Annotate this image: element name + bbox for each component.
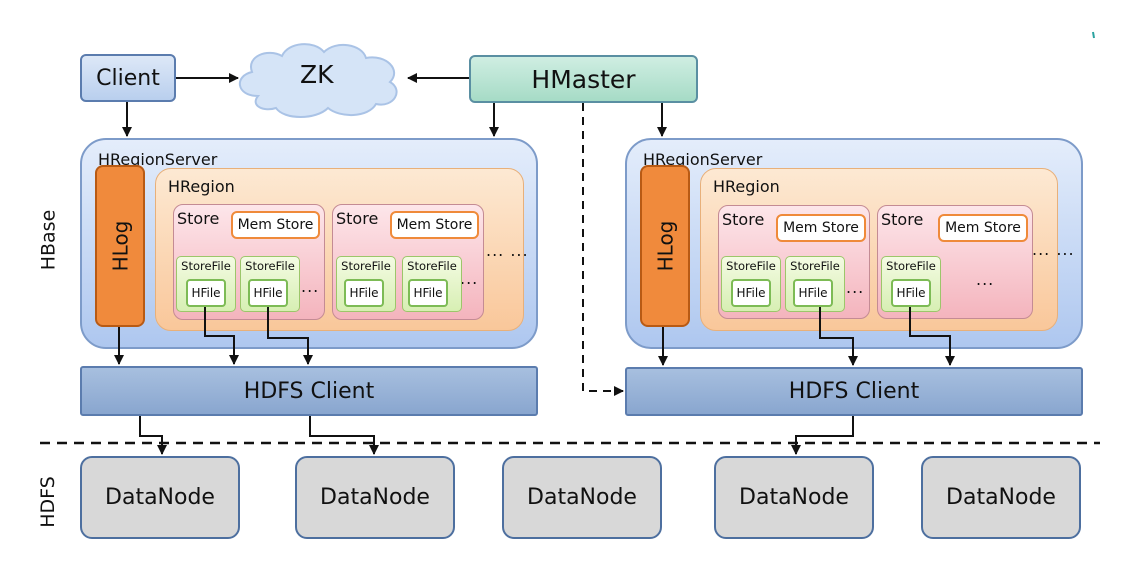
hdfs-client-2: HDFS Client [625, 367, 1083, 416]
store-dots: ... [976, 270, 995, 289]
hfile-1-2-1: HFile [344, 279, 384, 307]
datanode-2: DataNode [295, 456, 455, 539]
hdfs-client-1: HDFS Client [80, 366, 538, 416]
store-label: Store [722, 210, 765, 229]
hmaster-box: HMaster [469, 55, 698, 103]
memstore-2-2: Mem Store [938, 214, 1028, 242]
hfile-2-2-1: HFile [891, 279, 931, 307]
hfile-label: HFile [736, 286, 766, 300]
hmaster-label: HMaster [531, 64, 636, 94]
memstore-label: Mem Store [237, 217, 314, 233]
datanode-label: DataNode [105, 485, 215, 510]
zk-label: ZK [300, 60, 334, 89]
memstore-label: Mem Store [783, 220, 859, 236]
arrow-hfile111-hdfs [204, 307, 239, 365]
store-dots: ... [460, 269, 479, 288]
memstore-1-2: Mem Store [390, 211, 479, 239]
arrow-hdfs2-dn4 [791, 416, 854, 455]
arrow-hfile221-hdfs [909, 307, 955, 366]
memstore-1-1: Mem Store [231, 211, 320, 239]
arrow-hfile212-hdfs [819, 307, 858, 366]
hregion-dots: ... ... [486, 241, 529, 260]
client-label: Client [96, 65, 160, 91]
store-label: Store [336, 209, 379, 228]
hregion-label: HRegion [713, 177, 780, 196]
memstore-label: Mem Store [396, 217, 473, 233]
hfile-2-1-1: HFile [731, 279, 771, 307]
hfile-1-1-1: HFile [186, 279, 226, 307]
datanode-label: DataNode [739, 485, 849, 510]
arrow-hmaster-hdfs2-dashed [582, 103, 624, 396]
datanode-label: DataNode [527, 485, 637, 510]
datanode-3: DataNode [502, 456, 662, 539]
hlog-2: HLog [640, 165, 690, 327]
hfile-label: HFile [896, 286, 926, 300]
storefile-label: StoreFile [407, 259, 457, 273]
hregion-dots: ... ... [1032, 240, 1075, 259]
storefile-label: StoreFile [181, 259, 231, 273]
hfile-label: HFile [349, 286, 379, 300]
hfile-label: HFile [191, 286, 221, 300]
datanode-1: DataNode [80, 456, 240, 539]
storefile-label: StoreFile [245, 259, 295, 273]
memstore-2-1: Mem Store [776, 214, 866, 242]
hfile-1-2-2: HFile [408, 279, 448, 307]
datanode-4: DataNode [714, 456, 874, 539]
hfile-2-1-2: HFile [793, 279, 833, 307]
arrow-hdfs1-dn1 [139, 416, 167, 455]
client-box: Client [80, 54, 176, 102]
memstore-label: Mem Store [945, 220, 1021, 236]
hfile-label: HFile [413, 286, 443, 300]
store-label: Store [881, 210, 924, 229]
datanode-5: DataNode [921, 456, 1081, 539]
hlog-1: HLog [95, 165, 145, 327]
store-dots: ... [301, 277, 320, 296]
hfile-1-1-2: HFile [248, 279, 288, 307]
hfile-label: HFile [253, 286, 283, 300]
hregion-label: HRegion [168, 177, 235, 196]
hdfs-client-label: HDFS Client [243, 378, 375, 404]
corner-mark [1092, 31, 1095, 39]
hdfs-client-label: HDFS Client [788, 379, 920, 404]
hregionserver-label: HRegionServer [643, 150, 763, 169]
datanode-label: DataNode [946, 485, 1056, 510]
datanode-label: DataNode [320, 485, 430, 510]
hfile-label: HFile [798, 286, 828, 300]
zk-cloud-icon [239, 43, 398, 118]
hregionserver-label: HRegionServer [98, 150, 218, 169]
arrow-hdfs1-dn2 [309, 416, 379, 455]
storefile-label: StoreFile [341, 259, 391, 273]
store-dots: ... [846, 278, 865, 297]
storefile-label: StoreFile [886, 259, 936, 273]
storefile-label: StoreFile [726, 259, 776, 273]
arrow-hfile112-hdfs [267, 307, 313, 365]
storefile-label: StoreFile [790, 259, 840, 273]
store-label: Store [177, 209, 220, 228]
